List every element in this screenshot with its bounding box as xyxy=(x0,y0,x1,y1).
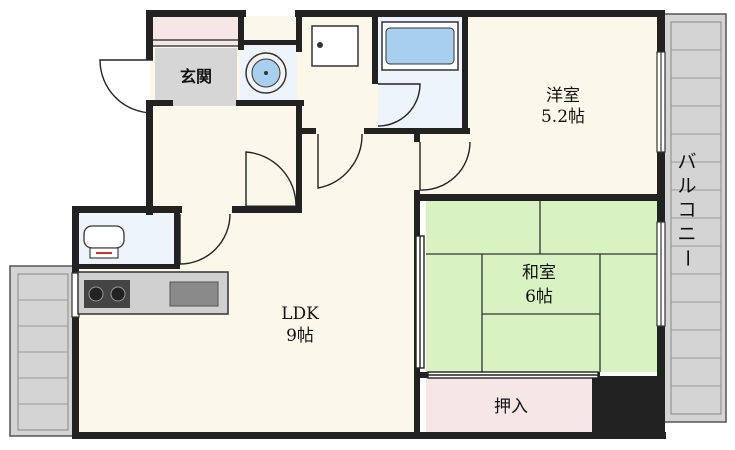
japanese-room-size: 6帖 xyxy=(525,287,553,307)
closet-label: 押入 xyxy=(494,397,528,417)
western-room-size: 5.2帖 xyxy=(541,107,585,127)
balcony-label-char: コ xyxy=(677,199,696,221)
ldk-name: LDK xyxy=(281,304,319,324)
wash-basin xyxy=(311,25,359,67)
toilet-fixture-2 xyxy=(83,225,125,259)
shoe-cabinet xyxy=(151,15,241,47)
entrance-floor xyxy=(155,48,237,106)
closet-floor xyxy=(426,378,598,434)
main-floor xyxy=(78,16,660,436)
balcony-label-char: ー xyxy=(676,248,698,267)
balcony-label-char: バ xyxy=(677,151,696,173)
bathtub xyxy=(381,21,459,71)
japanese-room-floor xyxy=(426,200,660,372)
kitchen-counter xyxy=(77,271,229,315)
balcony-label: バ ル コ ニ ー xyxy=(676,151,698,268)
tatami-mats xyxy=(426,200,660,372)
balcony-left xyxy=(9,265,75,437)
balcony-label-char: ル xyxy=(677,175,696,197)
balcony-right xyxy=(663,13,727,423)
entrance-label: 玄関 xyxy=(180,67,212,86)
ldk-size: 9帖 xyxy=(286,326,314,346)
toilet-fixture xyxy=(245,52,287,94)
windows xyxy=(71,51,666,327)
japanese-room-name: 和室 xyxy=(522,263,556,283)
doors xyxy=(99,59,599,379)
western-room-name: 洋室 xyxy=(546,86,580,106)
pillar xyxy=(598,376,664,436)
balcony-label-char: ニ xyxy=(677,223,696,245)
